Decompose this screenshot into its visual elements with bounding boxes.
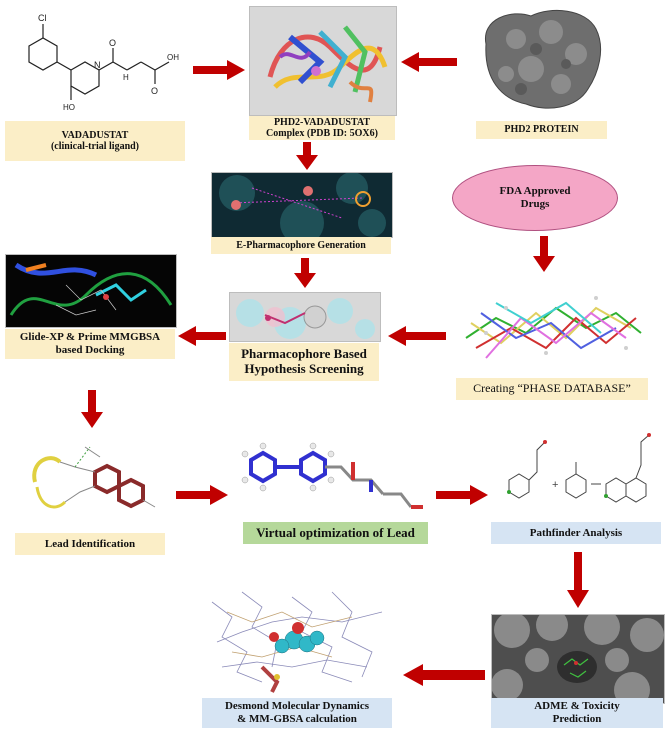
desmond-line1: Desmond Molecular Dynamics: [224, 700, 369, 713]
complex-label-box: PHD2-VADADUSTAT Complex (PDB ID: 5OX6): [249, 116, 395, 140]
hypothesis-line2: Hypothesis Screening: [244, 361, 364, 376]
arrow-complex-to-epharm: [296, 142, 318, 170]
complex-subtitle: Complex (PDB ID: 5OX6): [266, 128, 378, 139]
nitrogen-label: N: [94, 60, 101, 70]
hypothesis-image: [229, 292, 381, 342]
svg-text:+: +: [552, 479, 558, 491]
arrow-virtual-to-pathfinder: [436, 485, 488, 505]
protein-label: PHD2 PROTEIN: [504, 124, 579, 136]
arrow-protein-to-complex: [401, 52, 457, 72]
desmond-md-image: [202, 582, 392, 694]
complex-ribbon-image: [249, 6, 397, 116]
pathfinder-label-box: Pathfinder Analysis: [491, 522, 661, 544]
virtual-label-box: Virtual optimization of Lead: [243, 522, 428, 544]
arrow-phase-to-hypothesis: [388, 326, 446, 346]
amide-h-label: H: [123, 73, 129, 82]
acid-o-label: O: [151, 86, 158, 96]
phd2-protein-image: [476, 4, 607, 116]
pathfinder-label: Pathfinder Analysis: [529, 526, 623, 539]
phase-label-box: Creating “PHASE DATABASE”: [456, 378, 648, 400]
arrow-epharm-to-hypothesis: [294, 258, 316, 288]
virtual-optimization-image: [231, 432, 431, 520]
epharmacophore-image: [211, 172, 393, 238]
desmond-label-box: Desmond Molecular Dynamics & MM-GBSA cal…: [202, 698, 392, 728]
hypothesis-line1: Pharmacophore Based: [241, 346, 367, 362]
arrow-vadadustat-to-complex: [193, 60, 245, 80]
arrow-hypothesis-to-glide: [178, 326, 226, 346]
arrow-adme-to-desmond: [403, 664, 485, 686]
vadadustat-subtitle: (clinical-trial ligand): [50, 141, 140, 152]
lead-interaction-image: [15, 432, 165, 527]
desmond-line2: & MM-GBSA calculation: [237, 713, 357, 725]
arrow-lead-to-virtual: [176, 485, 228, 505]
vadadustat-molecule: Cl N H O O OH HO: [28, 13, 179, 112]
fda-drugs-ellipse: FDA Approved Drugs: [452, 165, 618, 231]
adme-label-box: ADME & Toxicity Prediction: [491, 698, 663, 728]
chlorine-label: Cl: [38, 13, 47, 23]
phase-database-image: [456, 278, 648, 374]
fda-line2: Drugs: [520, 198, 550, 210]
arrow-pathfinder-to-adme: [567, 552, 589, 608]
adme-line1: ADME & Toxicity: [534, 700, 620, 713]
adme-line2: Prediction: [552, 713, 602, 725]
docking-pose-image: [5, 254, 177, 328]
glide-label-box: Glide-XP & Prime MMGBSA based Docking: [5, 329, 175, 359]
phenol-ho-label: HO: [63, 103, 75, 112]
vadadustat-title: VADADUSTAT: [61, 129, 129, 141]
lead-label: Lead Identification: [44, 537, 136, 550]
hypothesis-label-box: Pharmacophore Based Hypothesis Screening: [229, 343, 379, 381]
vadadustat-label-box: VADADUSTAT (clinical-trial ligand): [5, 121, 185, 161]
complex-title: PHD2-VADADUSTAT: [273, 116, 371, 128]
vadadustat-structure-image: Cl N H O O OH HO: [5, 8, 185, 116]
carbonyl-o-label: O: [109, 38, 116, 48]
fda-line1: FDA Approved: [499, 185, 571, 198]
epharm-label: E-Pharmacophore Generation: [236, 239, 366, 251]
arrow-glide-to-lead: [81, 390, 103, 428]
adme-surface-image: [491, 614, 665, 704]
pathfinder-reaction-image: +: [491, 420, 661, 520]
glide-line2: based Docking: [55, 344, 125, 356]
arrow-fda-to-phase: [533, 236, 555, 272]
epharm-label-box: E-Pharmacophore Generation: [211, 237, 391, 254]
acid-oh-label: OH: [167, 53, 179, 62]
protein-label-box: PHD2 PROTEIN: [476, 121, 607, 139]
glide-line1: Glide-XP & Prime MMGBSA: [19, 331, 161, 344]
phase-label: Creating “PHASE DATABASE”: [473, 381, 631, 396]
lead-label-box: Lead Identification: [15, 533, 165, 555]
virtual-label: Virtual optimization of Lead: [256, 524, 415, 540]
